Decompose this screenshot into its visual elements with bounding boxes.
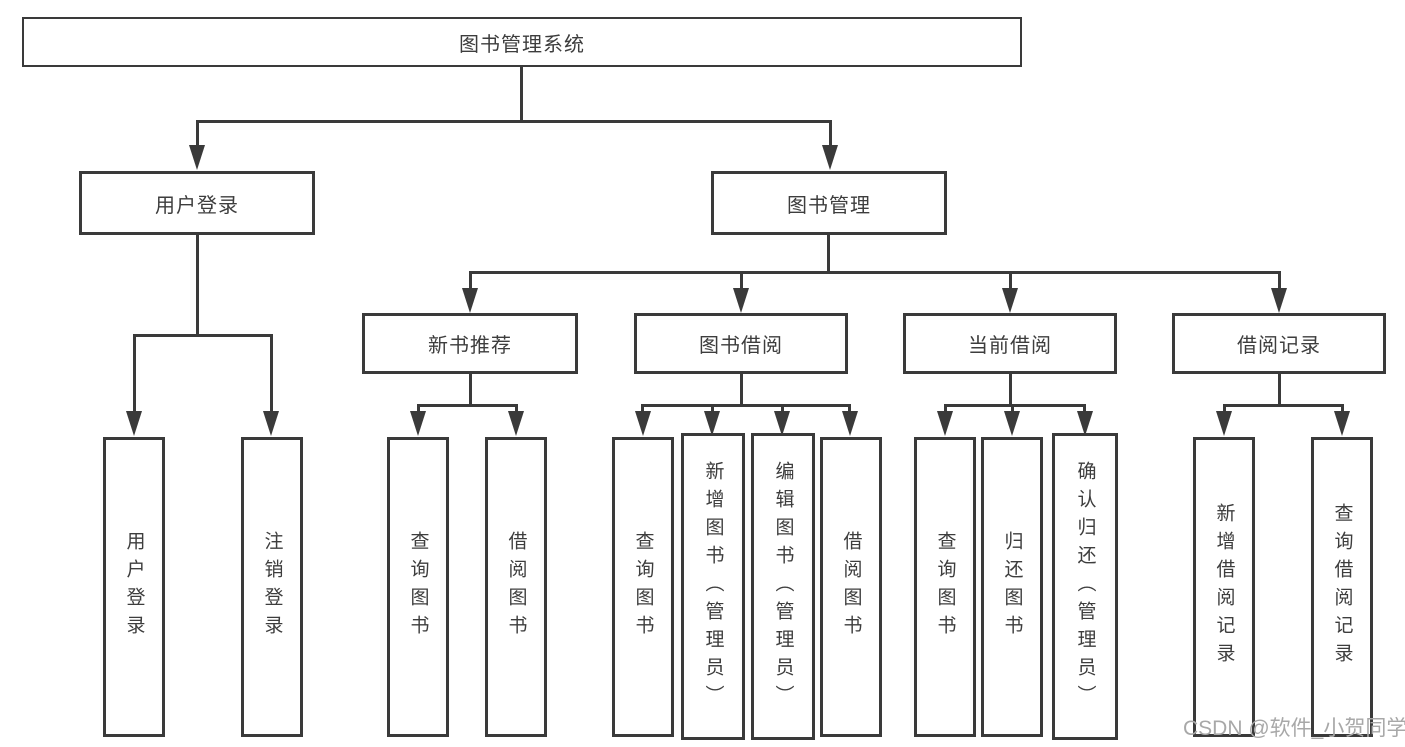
leaf-cb-return-books: 归还图书 xyxy=(981,437,1043,737)
connector-line xyxy=(1009,271,1012,290)
leaf-br-add-record-label: 新增借阅记录 xyxy=(1213,503,1235,671)
connector-line xyxy=(740,374,743,407)
connector-line xyxy=(641,404,644,414)
leaf-br-query-record-label: 查询借阅记录 xyxy=(1331,503,1353,671)
arrow-down-icon xyxy=(822,145,838,170)
connector-line xyxy=(1009,374,1012,407)
arrow-down-icon xyxy=(733,288,749,313)
leaf-user-login-label: 用户登录 xyxy=(123,531,145,643)
connector-line xyxy=(781,404,784,414)
node-book-management-label: 图书管理 xyxy=(787,194,871,217)
leaf-bb-add-books-admin-label: 新增图书（管理员） xyxy=(702,460,724,713)
node-user-login-label: 用户登录 xyxy=(155,194,239,217)
node-user-login: 用户登录 xyxy=(79,171,315,235)
leaf-cb-query-books-label: 查询图书 xyxy=(934,531,956,643)
arrow-down-icon xyxy=(842,411,858,436)
connector-line xyxy=(469,271,472,290)
leaf-bb-edit-books-admin: 编辑图书（管理员） xyxy=(751,433,815,740)
connector-line xyxy=(848,404,851,414)
arrow-down-icon xyxy=(462,288,478,313)
connector-line xyxy=(417,404,518,407)
connector-line xyxy=(827,235,830,274)
connector-line xyxy=(417,404,420,414)
connector-line xyxy=(829,120,832,147)
arrow-down-icon xyxy=(1077,411,1093,436)
leaf-cb-query-books: 查询图书 xyxy=(914,437,976,737)
connector-line xyxy=(515,404,518,414)
connector-line xyxy=(1223,404,1343,407)
leaf-cb-return-books-label: 归还图书 xyxy=(1001,531,1023,643)
leaf-bb-add-books-admin: 新增图书（管理员） xyxy=(681,433,745,740)
arrow-down-icon xyxy=(189,145,205,170)
arrow-down-icon xyxy=(1002,288,1018,313)
connector-line xyxy=(711,404,714,414)
connector-line xyxy=(944,404,947,414)
leaf-bb-borrow-books-label: 借阅图书 xyxy=(840,531,862,643)
connector-line xyxy=(1011,404,1014,414)
leaf-br-query-record: 查询借阅记录 xyxy=(1311,437,1373,737)
node-book-borrow-label: 图书借阅 xyxy=(699,335,783,357)
arrow-down-icon xyxy=(263,411,279,436)
connector-line xyxy=(1278,271,1281,290)
arrow-down-icon xyxy=(937,411,953,436)
node-current-borrow: 当前借阅 xyxy=(903,313,1117,374)
node-book-borrow: 图书借阅 xyxy=(634,313,848,374)
node-current-borrow-label: 当前借阅 xyxy=(968,335,1052,357)
leaf-bb-query-books: 查询图书 xyxy=(612,437,674,737)
connector-line xyxy=(1083,404,1086,414)
node-new-book-recommend: 新书推荐 xyxy=(362,313,578,374)
node-root-label: 图书管理系统 xyxy=(459,33,585,56)
connector-line xyxy=(469,271,1280,274)
leaf-nb-borrow-books: 借阅图书 xyxy=(485,437,547,737)
arrow-down-icon xyxy=(126,411,142,436)
node-borrow-records-label: 借阅记录 xyxy=(1237,335,1321,357)
connector-line xyxy=(196,235,199,337)
leaf-bb-borrow-books: 借阅图书 xyxy=(820,437,882,737)
leaf-logout: 注销登录 xyxy=(241,437,303,737)
connector-line xyxy=(196,120,832,123)
connector-line xyxy=(641,404,851,407)
leaf-nb-query-books: 查询图书 xyxy=(387,437,449,737)
node-book-management: 图书管理 xyxy=(711,171,947,235)
arrow-down-icon xyxy=(1271,288,1287,313)
connector-line xyxy=(520,67,523,123)
arrow-down-icon xyxy=(704,411,720,436)
arrow-down-icon xyxy=(774,411,790,436)
leaf-logout-label: 注销登录 xyxy=(261,531,283,643)
connector-line xyxy=(196,120,199,147)
connector-line xyxy=(133,334,273,337)
node-borrow-records: 借阅记录 xyxy=(1172,313,1386,374)
connector-line xyxy=(1341,404,1344,414)
leaf-br-add-record: 新增借阅记录 xyxy=(1193,437,1255,737)
connector-line xyxy=(1278,374,1281,407)
connector-line xyxy=(1223,404,1226,414)
arrow-down-icon xyxy=(1004,411,1020,436)
arrow-down-icon xyxy=(410,411,426,436)
arrow-down-icon xyxy=(635,411,651,436)
connector-line xyxy=(740,271,743,290)
connector-line xyxy=(944,404,1086,407)
connector-line xyxy=(469,374,472,407)
watermark: CSDN @软件_小贺同学 xyxy=(1183,717,1405,740)
node-root: 图书管理系统 xyxy=(22,17,1022,67)
arrow-down-icon xyxy=(1334,411,1350,436)
node-new-book-recommend-label: 新书推荐 xyxy=(428,335,512,357)
connector-line xyxy=(133,334,136,413)
leaf-bb-edit-books-admin-label: 编辑图书（管理员） xyxy=(772,460,794,713)
leaf-user-login: 用户登录 xyxy=(103,437,165,737)
leaf-cb-confirm-return-admin: 确认归还（管理员） xyxy=(1052,433,1118,740)
leaf-cb-confirm-return-admin-label: 确认归还（管理员） xyxy=(1074,460,1096,713)
connector-line xyxy=(270,334,273,413)
arrow-down-icon xyxy=(1216,411,1232,436)
leaf-nb-borrow-books-label: 借阅图书 xyxy=(505,531,527,643)
arrow-down-icon xyxy=(508,411,524,436)
leaf-nb-query-books-label: 查询图书 xyxy=(407,531,429,643)
leaf-bb-query-books-label: 查询图书 xyxy=(632,531,654,643)
